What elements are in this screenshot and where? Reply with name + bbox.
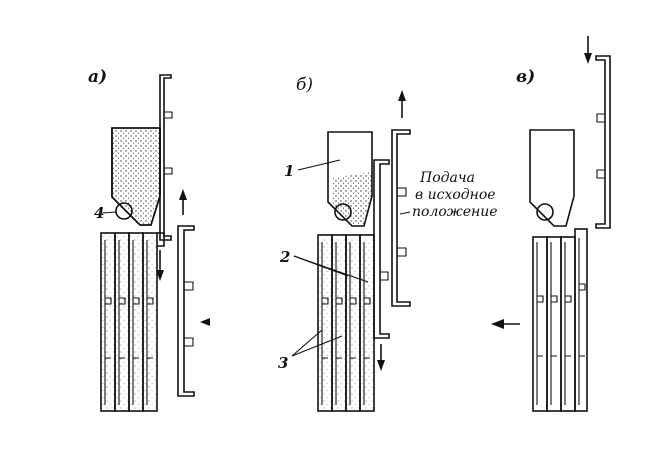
panel-b-label: б) xyxy=(296,75,313,95)
panel-c-label: в) xyxy=(516,67,535,87)
panel-a-arrows xyxy=(156,189,210,326)
panel-b-mold-stack xyxy=(317,234,375,412)
panel-c: в) xyxy=(491,36,611,412)
panel-b-roller xyxy=(334,203,352,221)
panel-c-mold-stack xyxy=(532,228,588,412)
panel-c-roller xyxy=(536,203,554,221)
panel-b-arrows xyxy=(377,90,406,371)
panel-b-feed-note: Подача в исходное положение xyxy=(399,170,498,220)
panel-a: а) 4 xyxy=(88,67,210,412)
panel-b-hopper xyxy=(327,131,373,227)
panel-c-upper-comb xyxy=(595,55,611,229)
feed-note-line-1: Подача xyxy=(419,170,475,186)
panel-c-arrows xyxy=(491,36,592,329)
panel-b-molds-callout: 2 xyxy=(279,248,290,266)
panel-a-upper-comb xyxy=(159,74,173,241)
panel-a-feed-comb xyxy=(177,225,195,397)
panel-b: б) 1 xyxy=(278,75,498,412)
panel-a-roller-callout: 4 xyxy=(94,204,104,222)
feed-note-line-3: положение xyxy=(412,204,498,220)
panel-c-hopper xyxy=(529,129,575,227)
panel-b-hopper-callout: 1 xyxy=(284,162,294,180)
panel-b-pulp-callout: 3 xyxy=(278,354,288,372)
panel-a-hopper xyxy=(111,127,161,226)
panel-b-return-comb xyxy=(391,129,411,307)
panel-a-label: а) xyxy=(88,67,107,87)
panel-a-roller xyxy=(115,202,133,220)
panel-b-inner-comb xyxy=(373,159,390,339)
panel-a-mold-stack xyxy=(100,232,165,412)
feed-note-line-2: в исходное xyxy=(415,187,496,203)
